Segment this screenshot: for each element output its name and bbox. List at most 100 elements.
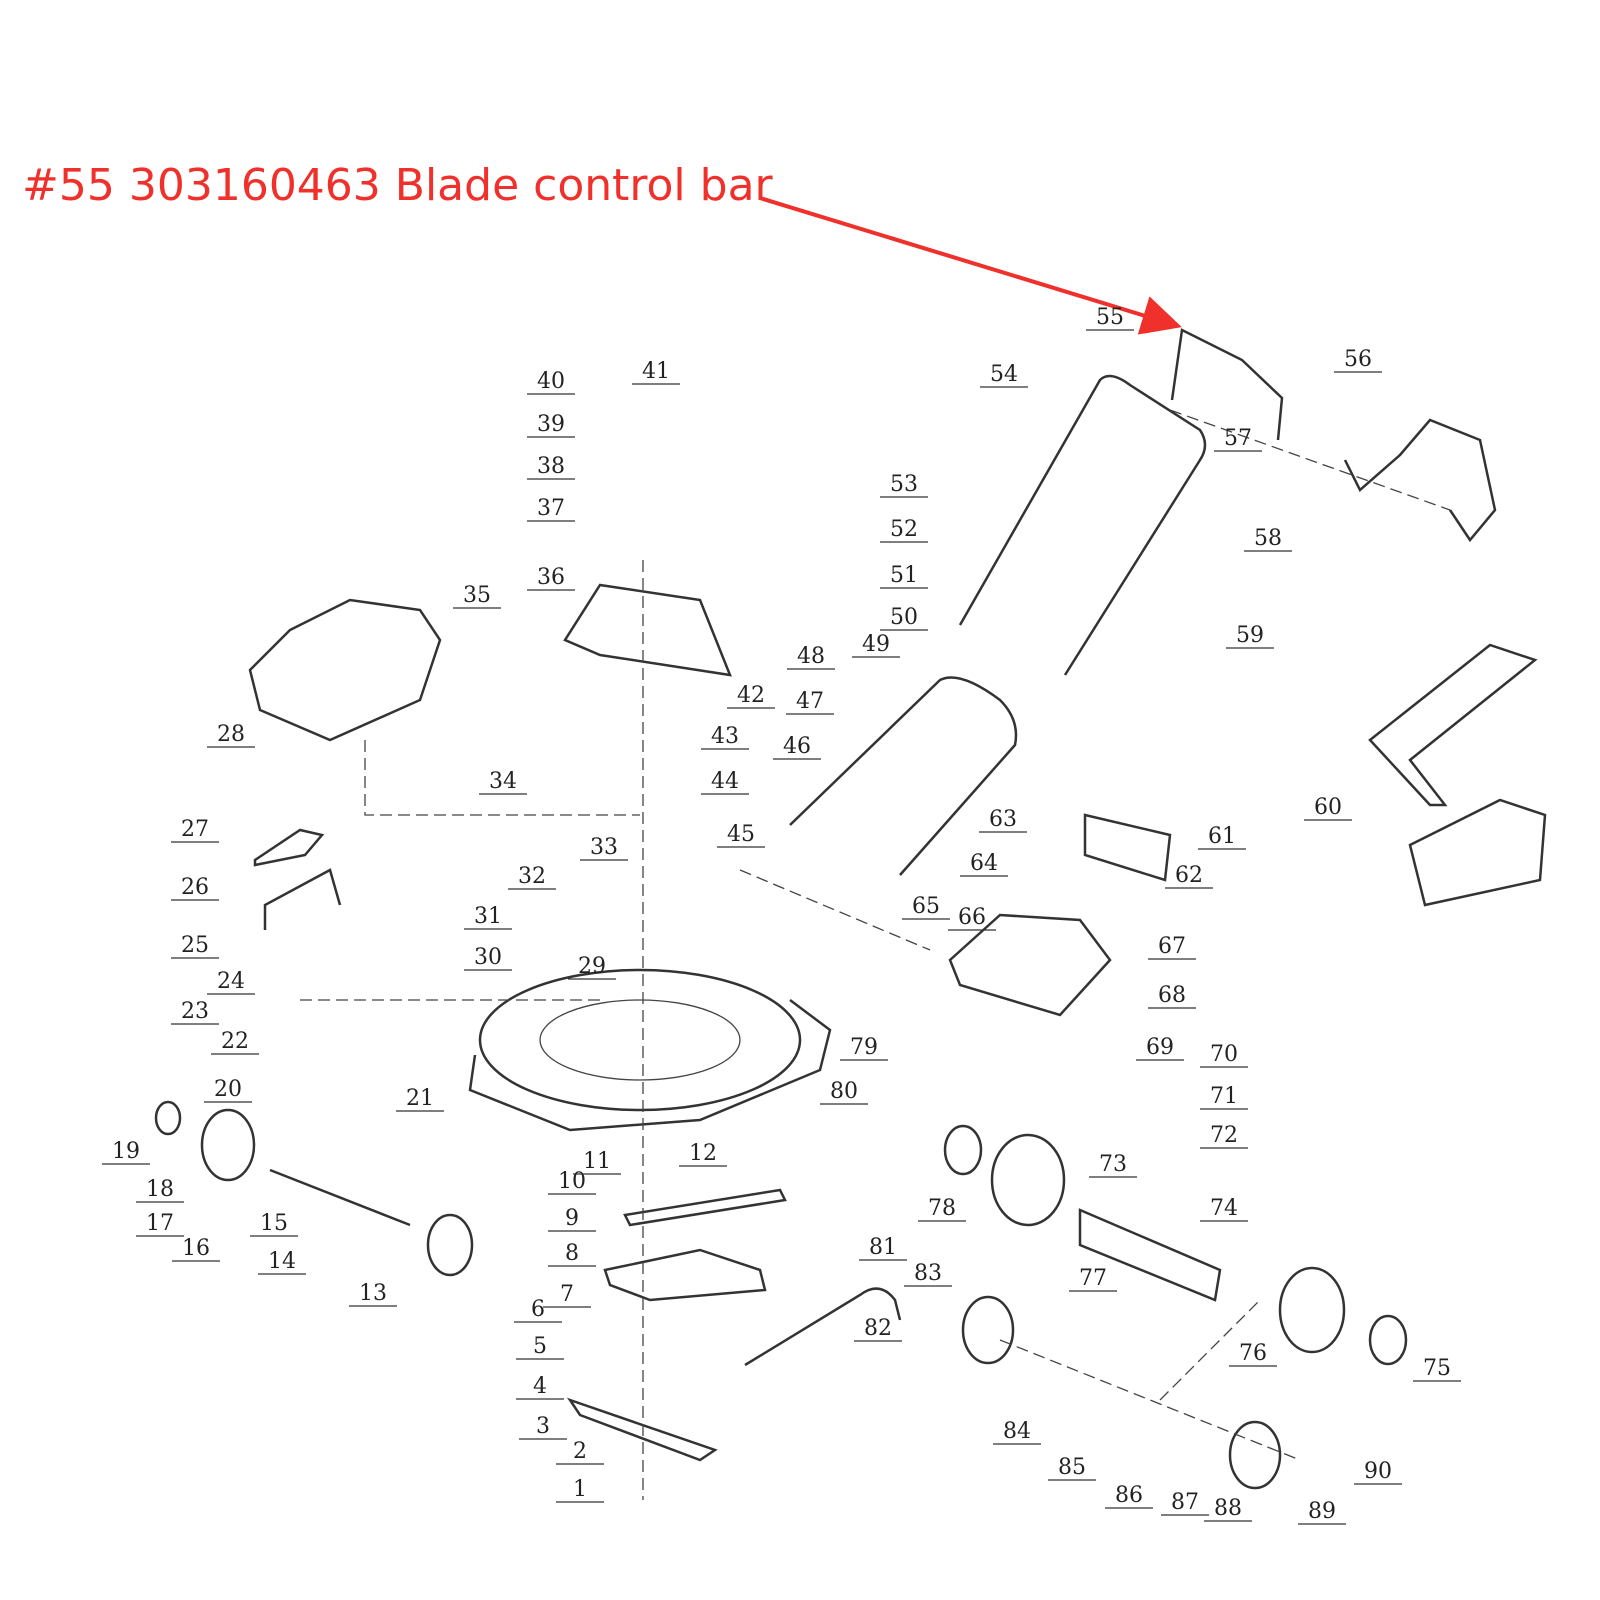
part-label-19: 19 xyxy=(112,1139,140,1164)
hubcap-78 xyxy=(943,1124,983,1176)
part-label-53: 53 xyxy=(890,472,918,497)
part-label-81: 81 xyxy=(869,1235,897,1260)
blade-control-bar xyxy=(1170,328,1284,441)
part-label-10: 10 xyxy=(558,1169,586,1194)
part-label-77: 77 xyxy=(1079,1266,1107,1291)
part-label-74: 74 xyxy=(1210,1196,1238,1221)
part-label-9: 9 xyxy=(565,1206,579,1231)
discharge-chute xyxy=(1368,643,1538,807)
part-label-21: 21 xyxy=(406,1086,434,1111)
part-label-44: 44 xyxy=(711,769,739,794)
part-label-29: 29 xyxy=(578,954,606,979)
wheel-76 xyxy=(1278,1266,1346,1354)
part-label-51: 51 xyxy=(890,563,918,588)
part-label-46: 46 xyxy=(783,734,811,759)
part-label-58: 58 xyxy=(1254,526,1282,551)
baffle xyxy=(603,1248,767,1302)
mower-deck xyxy=(478,968,802,1112)
rear-cover xyxy=(948,913,1112,1017)
part-label-34: 34 xyxy=(489,769,517,794)
part-label-39: 39 xyxy=(537,412,565,437)
callout-label: #55 303160463 Blade control bar xyxy=(22,160,773,211)
axle-line xyxy=(1159,1299,1261,1401)
part-label-42: 42 xyxy=(737,683,765,708)
part-label-32: 32 xyxy=(518,864,546,889)
part-label-33: 33 xyxy=(590,835,618,860)
upper-handle xyxy=(958,374,1207,676)
grass-bag xyxy=(1408,798,1547,907)
part-label-79: 79 xyxy=(850,1035,878,1060)
mulch-plug xyxy=(1083,813,1172,882)
part-label-17: 17 xyxy=(146,1211,174,1236)
part-drawings xyxy=(154,328,1547,1500)
lower-handle xyxy=(789,676,1018,876)
blade xyxy=(566,1397,718,1462)
part-label-73: 73 xyxy=(1099,1152,1127,1177)
engine-line xyxy=(364,740,640,816)
part-label-57: 57 xyxy=(1224,426,1252,451)
callout-arrow xyxy=(759,196,1182,335)
part-label-7: 7 xyxy=(560,1282,574,1307)
deck-front xyxy=(468,999,832,1132)
part-label-56: 56 xyxy=(1344,347,1372,372)
part-label-27: 27 xyxy=(181,817,209,842)
part-label-14: 14 xyxy=(268,1249,296,1274)
part-label-85: 85 xyxy=(1058,1455,1086,1480)
part-label-18: 18 xyxy=(146,1177,174,1202)
part-label-59: 59 xyxy=(1236,623,1264,648)
part-label-31: 31 xyxy=(474,904,502,929)
part-label-49: 49 xyxy=(862,632,890,657)
height-adjust-lever xyxy=(744,1287,902,1367)
part-label-78: 78 xyxy=(928,1196,956,1221)
hubcap-19 xyxy=(154,1100,182,1136)
part-label-26: 26 xyxy=(181,875,209,900)
part-label-22: 22 xyxy=(221,1029,249,1054)
part-label-40: 40 xyxy=(537,369,565,394)
part-label-67: 67 xyxy=(1158,934,1186,959)
part-label-87: 87 xyxy=(1171,1490,1199,1515)
part-label-50: 50 xyxy=(890,605,918,630)
engine xyxy=(248,598,442,742)
part-label-5: 5 xyxy=(533,1334,547,1359)
wheel-cover-88 xyxy=(1228,1420,1282,1490)
part-label-55: 55 xyxy=(1096,305,1124,330)
rear-bracket xyxy=(263,868,342,930)
wheel-13 xyxy=(426,1213,474,1277)
part-label-47: 47 xyxy=(796,689,824,714)
part-label-90: 90 xyxy=(1364,1459,1392,1484)
part-label-35: 35 xyxy=(463,583,491,608)
front-axle xyxy=(269,1168,411,1227)
part-label-25: 25 xyxy=(181,933,209,958)
bag-line xyxy=(1169,409,1451,511)
part-label-48: 48 xyxy=(797,644,825,669)
part-label-8: 8 xyxy=(565,1241,579,1266)
part-label-37: 37 xyxy=(537,496,565,521)
part-label-60: 60 xyxy=(1314,795,1342,820)
part-label-4: 4 xyxy=(533,1374,547,1399)
part-label-1: 1 xyxy=(573,1477,587,1502)
part-label-11: 11 xyxy=(583,1149,611,1174)
wheel-78 xyxy=(990,1133,1066,1227)
part-label-30: 30 xyxy=(474,945,502,970)
part-label-75: 75 xyxy=(1423,1356,1451,1381)
part-label-66: 66 xyxy=(958,905,986,930)
part-label-61: 61 xyxy=(1208,824,1236,849)
rear-bracket-cover xyxy=(253,828,325,867)
part-label-12: 12 xyxy=(689,1141,717,1166)
rear-axle xyxy=(1078,1208,1222,1302)
part-label-52: 52 xyxy=(890,517,918,542)
part-label-41: 41 xyxy=(642,359,670,384)
part-label-68: 68 xyxy=(1158,983,1186,1008)
part-label-2: 2 xyxy=(573,1439,587,1464)
part-label-63: 63 xyxy=(989,807,1017,832)
deck-inner-ring xyxy=(539,999,741,1081)
part-label-38: 38 xyxy=(537,454,565,479)
part-label-64: 64 xyxy=(970,851,998,876)
part-label-89: 89 xyxy=(1308,1499,1336,1524)
part-label-65: 65 xyxy=(912,894,940,919)
wheel-18 xyxy=(200,1108,256,1182)
part-label-84: 84 xyxy=(1003,1419,1031,1444)
part-label-16: 16 xyxy=(182,1236,210,1261)
part-label-82: 82 xyxy=(864,1316,892,1341)
